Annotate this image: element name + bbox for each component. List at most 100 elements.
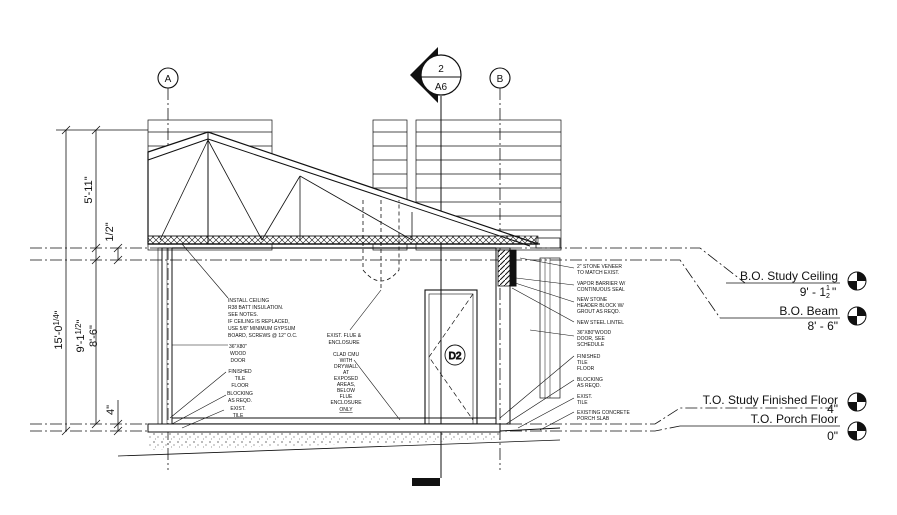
svg-text:BOARD, SCREWS @ 12" O.C.: BOARD, SCREWS @ 12" O.C. xyxy=(228,333,297,339)
svg-text:2: 2 xyxy=(826,293,830,300)
svg-text:VAPOR BARRIER W/: VAPOR BARRIER W/ xyxy=(577,281,626,287)
dimension-lines xyxy=(56,125,148,436)
note-header-block: NEW STONE HEADER BLOCK W/ GROUT AS REQD. xyxy=(577,297,624,315)
note-wood-door: 36"X80" WOOD DOOR xyxy=(229,344,247,364)
dim-top-rise: 5'-11" xyxy=(83,176,95,203)
dimension-texts: 15'-01/4" 5'-11" 1/2" 9'-11/2" 8'-6" 4" xyxy=(52,176,117,415)
dim-step: 4" xyxy=(105,405,117,415)
section-sheet: A6 xyxy=(435,82,448,93)
svg-text:ENCLOSURE: ENCLOSURE xyxy=(328,340,360,346)
dim-overall: 15'-01/4" xyxy=(52,310,65,349)
level-name: B.O. Study Ceiling xyxy=(740,269,838,283)
svg-text:BLOCKING: BLOCKING xyxy=(577,377,603,383)
svg-text:ONLY: ONLY xyxy=(339,407,353,413)
svg-text:TILE: TILE xyxy=(233,413,244,419)
svg-text:EXISTING CONCRETE: EXISTING CONCRETE xyxy=(577,410,630,416)
svg-text:AS REQD.: AS REQD. xyxy=(577,383,601,389)
note-finished-tile-left: FINISHED TILE FLOOR xyxy=(228,369,252,389)
svg-text:USE 5/8" MINIMUM GYPSUM: USE 5/8" MINIMUM GYPSUM xyxy=(228,326,295,332)
level-value: 0" xyxy=(827,429,838,443)
level-marker-study-floor: T.O. Study Finished Floor 4" xyxy=(703,392,867,416)
note-blocking-left: BLOCKING AS REQD. xyxy=(227,391,253,404)
level-name: T.O. Study Finished Floor xyxy=(703,393,838,407)
svg-text:WITH: WITH xyxy=(340,358,353,364)
note-flue: EXIST. FLUE & ENCLOSURE xyxy=(327,333,362,346)
level-value: 9' - 1 xyxy=(800,285,827,299)
level-target-icon xyxy=(847,392,867,412)
flue-enclosure xyxy=(362,200,400,288)
svg-text:TO MATCH EXIST.: TO MATCH EXIST. xyxy=(577,270,619,276)
svg-text:36"X80"WOOD: 36"X80"WOOD xyxy=(577,330,612,336)
svg-text:SEE NOTES.: SEE NOTES. xyxy=(228,312,258,318)
svg-text:DRYWALL: DRYWALL xyxy=(334,364,358,370)
grid-label-a: A xyxy=(165,74,172,85)
svg-text:TILE: TILE xyxy=(235,376,246,382)
dim-beam-height: 8'-6" xyxy=(88,325,100,347)
grid-line-a: A xyxy=(157,67,179,470)
svg-text:CLAD CMU: CLAD CMU xyxy=(333,352,360,358)
section-number: 2 xyxy=(438,64,444,75)
right-wall xyxy=(495,247,561,425)
svg-text:DOOR: DOOR xyxy=(231,358,246,364)
svg-text:BLOCKING: BLOCKING xyxy=(227,391,253,397)
svg-text:SCHEDULE: SCHEDULE xyxy=(577,342,605,348)
door-d2: D2 xyxy=(424,289,478,425)
svg-text:1: 1 xyxy=(826,285,830,292)
svg-text:EXIST. FLUE &: EXIST. FLUE & xyxy=(327,333,362,339)
level-value: 8' - 6" xyxy=(807,319,838,333)
svg-text:ENCLOSURE: ENCLOSURE xyxy=(330,400,362,406)
note-wood-door-right: 36"X80"WOOD DOOR, SEE SCHEDULE xyxy=(577,330,612,348)
dim-small-ceiling: 1/2" xyxy=(104,222,116,241)
svg-text:GROUT AS REQD.: GROUT AS REQD. xyxy=(577,309,620,315)
note-steel-lintel: NEW STEEL LINTEL xyxy=(577,320,624,326)
grid-label-b: B xyxy=(497,74,504,85)
svg-text:TILE: TILE xyxy=(577,360,588,366)
note-porch-slab: EXISTING CONCRETE PORCH SLAB xyxy=(577,410,630,422)
note-finished-tile-right: FINISHED TILE FLOOR xyxy=(577,354,601,372)
level-marker-beam: B.O. Beam 8' - 6" xyxy=(720,304,867,333)
svg-text:BELOW: BELOW xyxy=(337,388,355,394)
svg-text:EXPOSED: EXPOSED xyxy=(334,376,359,382)
level-target-icon xyxy=(847,306,867,326)
svg-text:R38 BATT INSULATION.: R38 BATT INSULATION. xyxy=(228,305,283,311)
level-target-icon xyxy=(847,271,867,291)
svg-text:FINISHED: FINISHED xyxy=(228,369,252,375)
roof-truss xyxy=(147,131,561,249)
level-target-icon xyxy=(847,421,867,441)
note-stone-veneer: 2" STONE VENEER TO MATCH EXIST. xyxy=(577,264,622,276)
svg-text:NEW STONE: NEW STONE xyxy=(577,297,608,303)
svg-text:INSTALL CEILING: INSTALL CEILING xyxy=(228,298,269,304)
svg-text:2" STONE VENEER: 2" STONE VENEER xyxy=(577,264,622,270)
svg-text:TILE: TILE xyxy=(577,400,588,406)
svg-text:FLOOR: FLOOR xyxy=(577,366,595,372)
svg-text:EXIST.: EXIST. xyxy=(230,406,245,412)
note-exist-tile-right: EXIST. TILE xyxy=(577,394,592,406)
note-clad-cmu: CLAD CMU WITH DRYWALL AT EXPOSED AREAS, … xyxy=(330,352,362,413)
leader-lines xyxy=(169,243,575,431)
svg-text:FLOOR: FLOOR xyxy=(231,383,249,389)
level-name: B.O. Beam xyxy=(779,304,838,318)
svg-text:FINISHED: FINISHED xyxy=(577,354,601,360)
svg-text:FLUE: FLUE xyxy=(340,394,353,400)
door-tag: D2 xyxy=(449,351,462,362)
svg-text:36"X80": 36"X80" xyxy=(229,344,247,350)
section-marker: 2 A6 xyxy=(410,47,462,486)
svg-text:PORCH SLAB: PORCH SLAB xyxy=(577,416,610,422)
note-vapor-barrier: VAPOR BARRIER W/ CONTINUOUS SEAL xyxy=(577,281,626,293)
svg-text:WOOD: WOOD xyxy=(230,351,246,357)
svg-text:AS REQD.: AS REQD. xyxy=(228,398,252,404)
svg-text:CONTINUOUS SEAL: CONTINUOUS SEAL xyxy=(577,287,625,293)
note-insulation: INSTALL CEILING R38 BATT INSULATION. SEE… xyxy=(228,298,297,339)
svg-text:DOOR, SEE: DOOR, SEE xyxy=(577,336,605,342)
level-marker-study-ceiling: B.O. Study Ceiling 9' - 1 1 2 " xyxy=(726,269,867,300)
level-name: T.O. Porch Floor xyxy=(751,412,838,426)
level-marker-porch-floor: T.O. Porch Floor 0" xyxy=(680,412,867,443)
foundation-slab xyxy=(117,423,561,457)
svg-text:": " xyxy=(832,285,836,299)
note-blocking-right: BLOCKING AS REQD. xyxy=(577,377,603,389)
svg-text:AREAS,: AREAS, xyxy=(337,382,355,388)
dim-ceiling-height: 9'-11/2" xyxy=(74,319,87,352)
note-exist-tile-left: EXIST. TILE xyxy=(230,406,245,419)
svg-text:NEW STEEL LINTEL: NEW STEEL LINTEL xyxy=(577,320,624,326)
